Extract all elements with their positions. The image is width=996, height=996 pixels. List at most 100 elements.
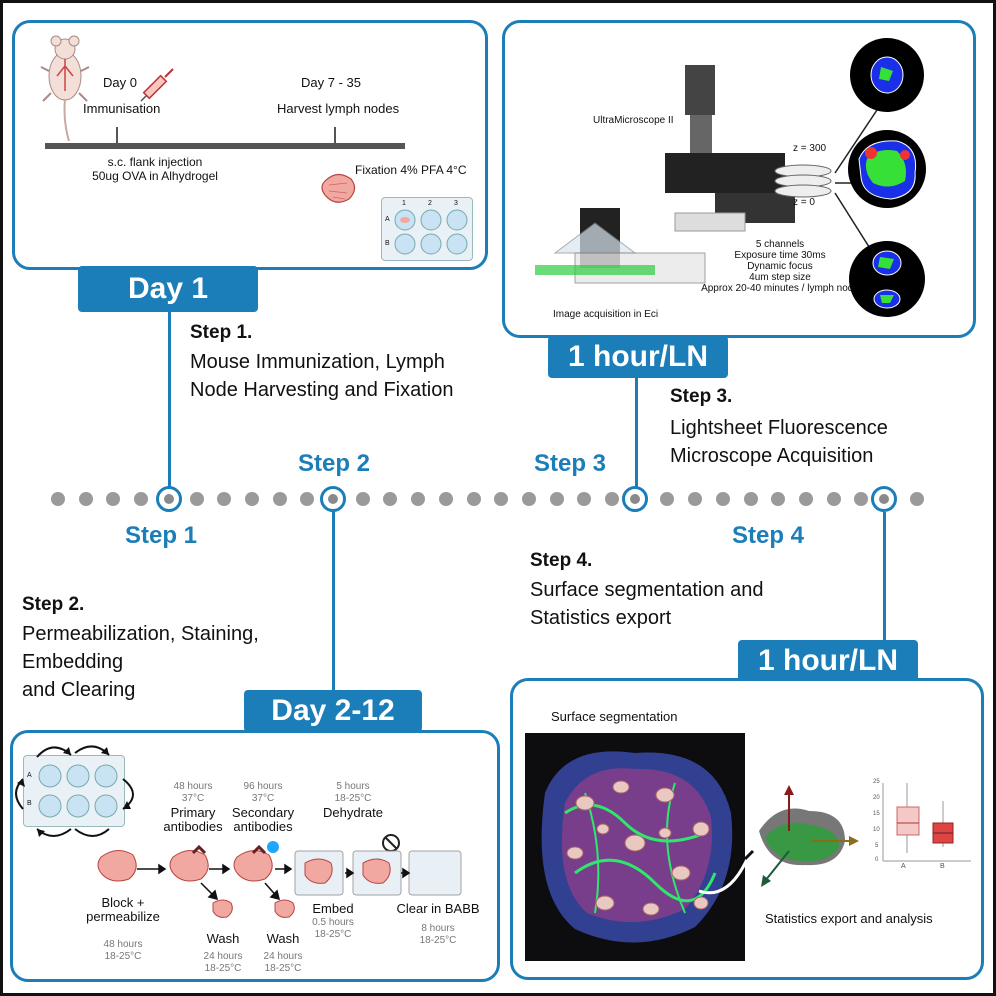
tab-day1: Day 1 — [78, 266, 258, 312]
clear-label: Clear in BABB — [396, 901, 480, 916]
settings-2: Exposure time 30ms — [734, 250, 826, 261]
microscope-icon — [535, 65, 795, 284]
node-3d-icon — [759, 785, 859, 887]
primary-time: 48 hours — [173, 781, 213, 792]
syringe-icon — [140, 68, 174, 102]
timeline-node-step3 — [622, 486, 648, 512]
wash1-label: Wash — [206, 931, 240, 946]
settings-5: Approx 20-40 minutes / lymph node — [701, 283, 859, 294]
scan-image-top — [850, 38, 924, 112]
injection-line2: 50ug OVA in Alhydrogel — [92, 169, 218, 183]
panel-staining: A B 48 hours 37°C Primary antibodies 96 … — [10, 730, 500, 982]
block-label-1: Block + — [101, 895, 145, 910]
connector-step1 — [168, 312, 171, 488]
step2-desc-1: Permeabilization, Staining, — [22, 623, 259, 645]
timeline-dot — [383, 492, 398, 506]
plate-row-b: B — [385, 240, 390, 247]
timeline-dot — [466, 492, 481, 506]
box-y-10: 10 — [873, 827, 880, 833]
primary-temp: 37°C — [181, 793, 205, 804]
box-y-15: 15 — [873, 811, 880, 817]
embed-label: Embed — [312, 901, 354, 916]
timeline-dot — [854, 492, 869, 506]
box-x-b: B — [940, 863, 945, 870]
timeline-dot — [134, 492, 149, 506]
timeline-dot — [826, 492, 841, 506]
panel-segmentation: Surface segmentation — [510, 678, 984, 980]
fixation-label: Fixation 4% PFA 4°C — [355, 163, 467, 177]
z-stack-icon — [774, 164, 832, 198]
timeline-dot — [743, 492, 758, 506]
secondary-label-2: antibodies — [233, 819, 293, 834]
timeline-dot — [688, 492, 703, 506]
box-x-a: A — [901, 863, 906, 870]
day7-35-label: Day 7 - 35 — [301, 75, 361, 90]
timeline-dot — [605, 492, 619, 506]
secondary-label-1: Secondary — [231, 805, 295, 820]
timeline-dot — [106, 492, 121, 506]
panel-day1: Day 0 Immunisation Day 7 - 35 Harvest ly… — [12, 20, 488, 270]
timeline-dot — [355, 492, 370, 506]
acquisition-label: Image acquisition in Eci — [553, 309, 659, 320]
well-plate: 1 2 3 A B — [381, 197, 473, 261]
timeline-node-step1 — [156, 486, 182, 512]
staining-process — [97, 841, 462, 918]
settings-1: 5 channels — [755, 239, 805, 250]
wash2-time: 24 hours — [263, 951, 303, 962]
timeline-dot — [494, 492, 509, 506]
timeline-node-step2 — [320, 486, 346, 512]
step3-title: Step 3. — [670, 386, 733, 407]
timeline-dot — [272, 492, 287, 506]
scan-image-bottom — [849, 241, 925, 317]
segmentation-render — [525, 733, 745, 961]
step1-title: Step 1. — [190, 322, 253, 343]
tick-day7 — [334, 127, 336, 143]
step4-title: Step 4. — [530, 550, 593, 571]
z0-label: z = 0 — [793, 197, 815, 208]
immunisation-label: Immunisation — [83, 101, 161, 116]
plate-col-2: 2 — [428, 200, 432, 207]
step4-desc-1: Surface segmentation and — [530, 579, 764, 601]
timeline-dot — [715, 492, 730, 506]
timeline-node-step4 — [871, 486, 897, 512]
injection-line1: s.c. flank injection — [107, 155, 203, 169]
step1-desc-1: Mouse Immunization, Lymph — [190, 351, 445, 373]
day0-label: Day 0 — [103, 75, 137, 90]
clear-temp: 18-25°C — [419, 935, 457, 946]
harvest-label: Harvest lymph nodes — [277, 101, 400, 116]
timeline-dot — [521, 492, 536, 506]
timeline-dot — [577, 492, 592, 506]
wash2-temp: 18-25°C — [264, 963, 302, 974]
cycle-arrows — [15, 745, 134, 837]
panel-acquisition: UltraMicroscope II Image acquisition in … — [502, 20, 976, 338]
plate2-row-a: A — [27, 772, 32, 779]
dehydrate-label: Dehydrate — [323, 805, 383, 820]
secondary-time: 96 hours — [243, 781, 283, 792]
embed-temp: 18-25°C — [314, 929, 352, 940]
tick-day0 — [116, 127, 118, 143]
box-y-0: 0 — [875, 857, 879, 863]
plate-col-1: 1 — [402, 200, 406, 207]
settings-4: 4um step size — [749, 272, 811, 283]
tab-hour-ln-bottom: 1 hour/LN — [738, 640, 918, 682]
timeline-dot — [771, 492, 786, 506]
lymph-node-icon — [321, 173, 356, 203]
primary-label-2: antibodies — [163, 819, 223, 834]
timeline-step4-label: Step 4 — [732, 522, 805, 549]
box-plot — [882, 783, 971, 862]
dehydrate-temp: 18-25°C — [334, 793, 372, 804]
embed-time: 0.5 hours — [312, 917, 354, 928]
plate2-row-b: B — [27, 800, 32, 807]
timeline-dot — [798, 492, 813, 506]
secondary-temp: 37°C — [251, 793, 275, 804]
settings-3: Dynamic focus — [747, 261, 813, 272]
tab-hour-ln-top: 1 hour/LN — [548, 336, 728, 378]
wash1-time: 24 hours — [203, 951, 243, 962]
plate-row-a: A — [385, 216, 390, 223]
statistics-label: Statistics export and analysis — [765, 911, 933, 926]
step2-title: Step 2. — [22, 594, 85, 615]
wash2-label: Wash — [266, 931, 300, 946]
timeline-step2-label: Step 2 — [298, 450, 371, 477]
microscope-label: UltraMicroscope II — [593, 115, 674, 126]
block-label-2: permeabilize — [86, 909, 160, 924]
